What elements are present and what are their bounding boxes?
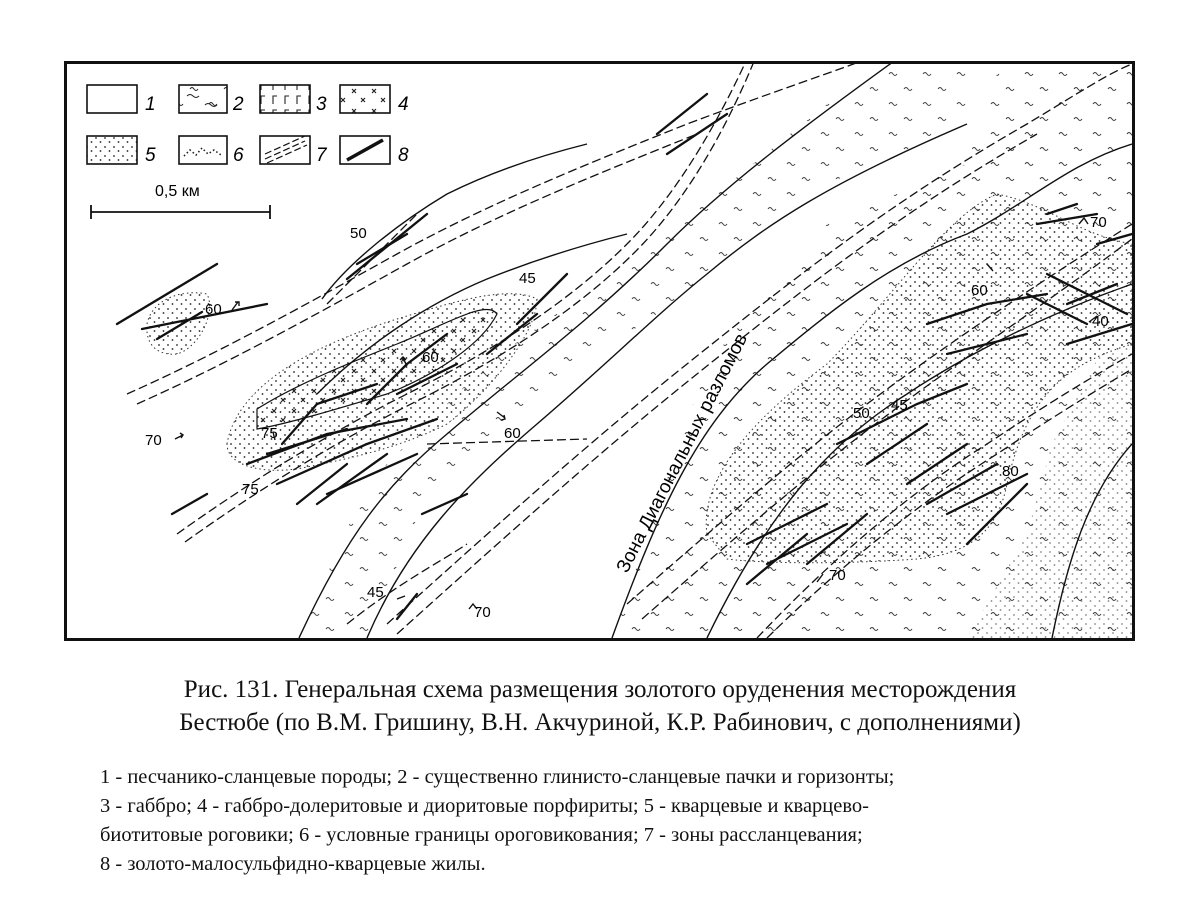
dip-label-16: 80 [1002,463,1019,480]
dip-labels: 50 60 45 60 75 70 60 75 45 70 70 60 40 5… [145,214,1109,621]
legend-num-2: 2 [232,94,244,115]
legend-num-1: 1 [145,94,156,115]
scale-bar: 0,5 км [90,183,271,219]
veins [115,92,1132,621]
dip-label-9: 45 [367,584,384,601]
legend-num-3: 3 [316,94,327,115]
boundaries [298,64,1132,638]
figure-caption: Рис. 131. Генеральная схема размещения з… [60,673,1140,739]
legend-item-1: 1 [86,84,156,115]
dip-label-6: 70 [145,432,162,449]
geological-map: 1 2 3 4 5 6 7 [64,61,1135,641]
legend-num-4: 4 [398,94,409,115]
dip-label-14: 50 [853,405,870,422]
legend-num-5: 5 [145,145,156,166]
dip-label-15: 45 [891,397,908,414]
dip-label-1: 50 [350,225,367,242]
legend-item-8: 8 [339,135,409,166]
legend-explanation: 1 - песчанико-сланцевые породы; 2 - суще… [100,763,1160,879]
legend-num-7: 7 [316,145,328,166]
legend-item-2: 2 [178,84,244,115]
legend-item-3: 3 [259,84,327,115]
dip-label-7: 60 [504,425,521,442]
dip-label-4: 60 [422,349,439,366]
legend-item-4: 4 [339,84,409,115]
legend-item-5: 5 [86,135,156,166]
dip-label-8: 75 [242,481,259,498]
legend-text-line-2: 3 - габбро; 4 - габбро-долеритовые и дио… [100,795,869,817]
dip-arrows [174,216,1098,610]
dip-label-5: 75 [261,425,278,442]
scale-bar-label: 0,5 км [155,183,200,200]
caption-line-2: Бестюбе (по В.М. Гришину, В.Н. Акчуриной… [179,709,1021,736]
legend-num-6: 6 [233,145,244,166]
caption-line-1: Рис. 131. Генеральная схема размещения з… [183,676,1017,703]
dip-label-3: 45 [519,270,536,287]
legend-text-line-3: биотитовые роговики; 6 - условные границ… [100,824,863,846]
legend-item-6: 6 [178,135,244,166]
dip-label-2: 60 [205,301,222,318]
legend-num-8: 8 [398,145,409,166]
dip-label-12: 60 [971,282,988,299]
legend-text-line-4: 8 - золото-малосульфидно-кварцевые жилы. [100,853,486,875]
dip-label-17: 70 [829,567,846,584]
legend-item-7: 7 [259,135,328,166]
legend-boxes: 1 2 3 4 5 6 7 [86,84,409,166]
map-drawing: 1 2 3 4 5 6 7 [86,64,1132,638]
dip-label-13: 40 [1092,313,1109,330]
dip-label-10: 70 [474,604,491,621]
dip-label-11: 70 [1090,214,1107,231]
shear-zones [126,64,1132,638]
hornfels-zones [146,193,1132,564]
legend-text-line-1: 1 - песчанико-сланцевые породы; 2 - суще… [100,766,895,788]
